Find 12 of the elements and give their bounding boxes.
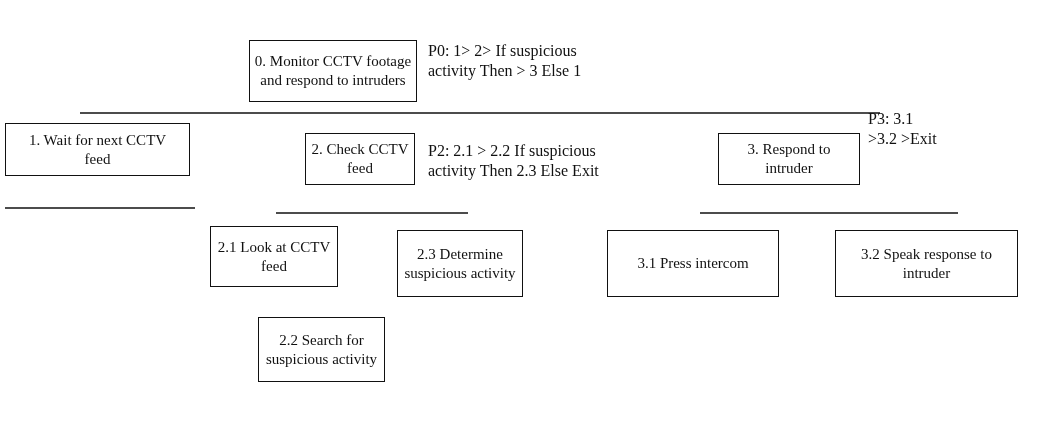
task-box: 2.2 Search for suspicious activity: [258, 317, 385, 382]
task-box: 3.1 Press intercom: [607, 230, 779, 297]
plan-text: P3: 3.1 >3.2 >Exit: [868, 109, 938, 149]
task-box: 3.2 Speak response to intruder: [835, 230, 1018, 297]
task-box: 2. Check CCTV feed: [305, 133, 415, 185]
plan-text: P0: 1> 2> If suspicious activity Then > 3 Else 1: [428, 41, 583, 81]
task-box: 2.1 Look at CCTV feed: [210, 226, 338, 287]
plan-text: P2: 2.1 > 2.2 If suspicious activity Then 2.3 Else Exit: [428, 141, 600, 181]
task-box: 3. Respond to intruder: [718, 133, 860, 185]
task-box: 0. Monitor CCTV footage and respond to intruders: [249, 40, 417, 102]
task-box: 1. Wait for next CCTV feed: [5, 123, 190, 176]
task-box: 2.3 Determine suspicious activity: [397, 230, 523, 297]
